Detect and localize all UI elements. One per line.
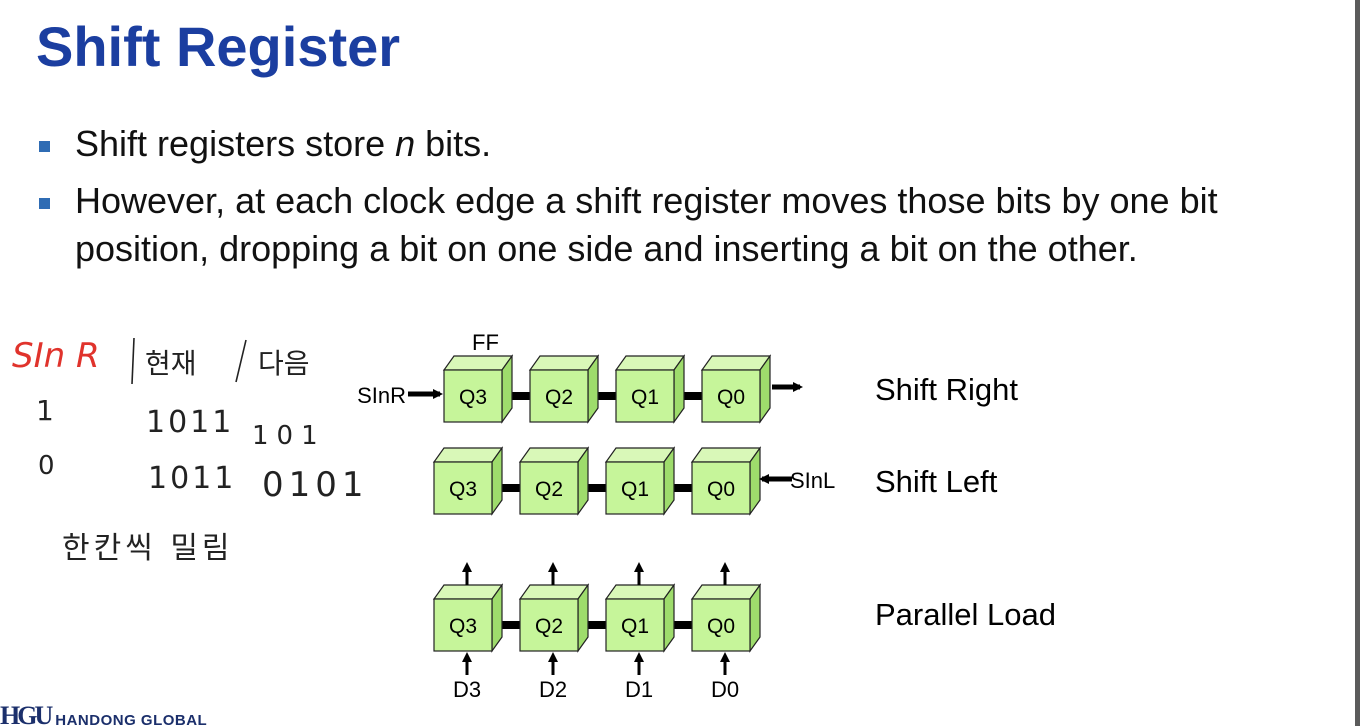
cell-label: Q3 bbox=[459, 386, 487, 409]
connector-bar bbox=[664, 621, 692, 629]
flip-flop-cell: Q2 bbox=[529, 355, 599, 423]
flip-flop-cell: Q2 bbox=[519, 584, 589, 652]
slide-right-border bbox=[1355, 0, 1360, 726]
handwritten-row1-in: 1 bbox=[36, 394, 54, 427]
bullet-square-icon bbox=[39, 198, 50, 209]
flip-flop-cell: Q1 bbox=[605, 584, 675, 652]
bullet-item: However, at each clock edge a shift regi… bbox=[36, 177, 1326, 273]
flip-flop-cell: Q1 bbox=[605, 447, 675, 515]
handwritten-row2-current: 1011 bbox=[148, 461, 236, 496]
handwritten-row1-current: 1011 bbox=[146, 405, 234, 440]
row-caption: Parallel Load bbox=[875, 597, 1056, 632]
cell-label: Q2 bbox=[545, 386, 573, 409]
flip-flop-cell: Q1 bbox=[615, 355, 685, 423]
connector-bar bbox=[492, 621, 520, 629]
logo-mark: HGU bbox=[0, 701, 53, 726]
cell-label: Q0 bbox=[707, 478, 735, 501]
cell-label: Q1 bbox=[621, 478, 649, 501]
row-caption: Shift Right bbox=[875, 372, 1018, 407]
cell-label: Q3 bbox=[449, 478, 477, 501]
ff-label: FF bbox=[472, 330, 499, 355]
handwritten-slash bbox=[235, 339, 247, 383]
cell-label: Q1 bbox=[621, 615, 649, 638]
bullet-item: Shift registers store n bits. bbox=[36, 120, 1326, 168]
connector-bar bbox=[664, 484, 692, 492]
connector-bar bbox=[674, 392, 702, 400]
slide-title: Shift Register bbox=[36, 15, 401, 78]
bullet-square-icon bbox=[39, 141, 50, 152]
parallel-input-label: D1 bbox=[625, 677, 653, 702]
handwritten-row1-next: 101 bbox=[252, 421, 326, 451]
handwritten-divider bbox=[131, 337, 135, 385]
parallel-input-label: D2 bbox=[539, 677, 567, 702]
flip-flop-cell: Q2 bbox=[519, 447, 589, 515]
row-caption: Shift Left bbox=[875, 464, 998, 499]
flip-flop-cell: Q3 bbox=[443, 355, 513, 423]
cell-label: Q2 bbox=[535, 478, 563, 501]
bullet-text-before: Shift registers store bbox=[75, 123, 396, 164]
handwritten-row2-in: 0 bbox=[38, 451, 55, 481]
serial-input-label: SInR bbox=[357, 383, 406, 408]
serial-input-label: SInL bbox=[790, 468, 835, 493]
cell-label: Q0 bbox=[707, 615, 735, 638]
flip-flop-cell: Q3 bbox=[433, 447, 503, 515]
connector-bar bbox=[492, 484, 520, 492]
university-logo: HGU HANDONG GLOBAL bbox=[0, 701, 208, 726]
cell-label: Q1 bbox=[631, 386, 659, 409]
handwritten-sinr: SIn R bbox=[12, 336, 100, 376]
connector-bar bbox=[502, 392, 530, 400]
connector-bar bbox=[578, 621, 606, 629]
handwritten-notes: SIn R 현재 다음 1 1011 101 0 1011 0101 한칸씩 밀… bbox=[12, 336, 369, 566]
handwritten-note: 한칸씩 밀림 bbox=[62, 531, 234, 566]
flip-flop-cell: Q0 bbox=[691, 447, 761, 515]
handwritten-current: 현재 bbox=[145, 347, 197, 380]
register-row: Q3 Q2 Q1 Q0 Shift Right SInR bbox=[357, 355, 1018, 423]
cell-label: Q0 bbox=[717, 386, 745, 409]
bullet-text-after: bits. bbox=[415, 123, 492, 164]
register-row: Q3 Q2 Q1 Q0 Shift Left SInL bbox=[433, 447, 998, 515]
flip-flop-cell: Q0 bbox=[701, 355, 771, 423]
cell-label: Q3 bbox=[449, 615, 477, 638]
logo-text: HANDONG GLOBAL bbox=[55, 712, 208, 726]
handwritten-next: 다음 bbox=[258, 347, 310, 380]
cell-label: Q2 bbox=[535, 615, 563, 638]
flip-flop-cell: Q3 bbox=[433, 584, 503, 652]
parallel-input-label: D0 bbox=[711, 677, 739, 702]
parallel-input-label: D3 bbox=[453, 677, 481, 702]
bullet-text: However, at each clock edge a shift regi… bbox=[75, 180, 1218, 269]
bullet-text-emphasis: n bbox=[395, 123, 416, 164]
bullet-list: Shift registers store n bits. However, a… bbox=[36, 120, 1326, 282]
connector-bar bbox=[588, 392, 616, 400]
flip-flop-cell: Q0 bbox=[691, 584, 761, 652]
handwritten-row2-next: 0101 bbox=[262, 465, 369, 505]
connector-bar bbox=[578, 484, 606, 492]
